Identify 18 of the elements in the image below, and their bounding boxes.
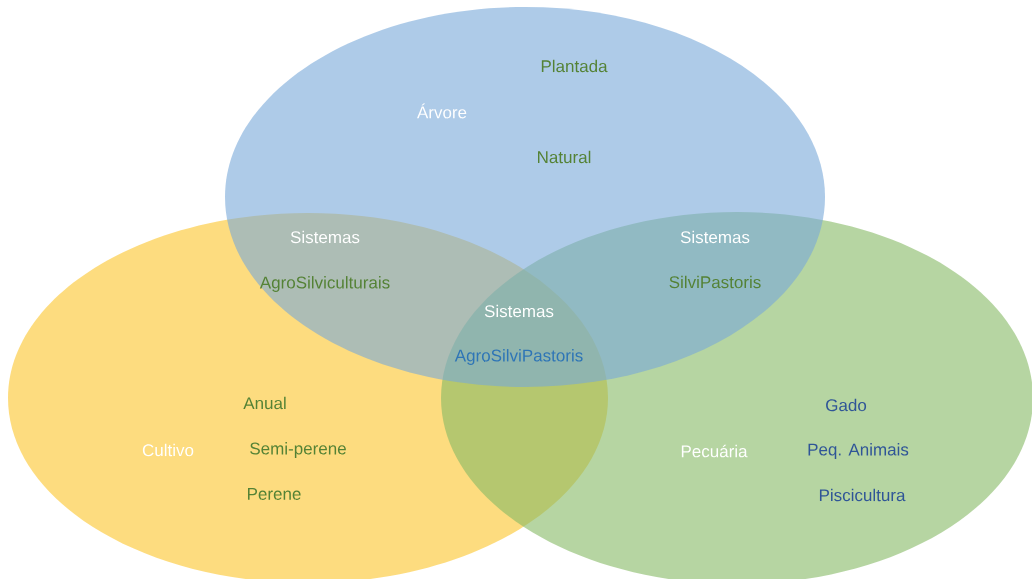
item-label: Semi-perene	[250, 442, 346, 458]
system-label: Sistemas	[290, 230, 360, 244]
system-label: SilviPastoris	[669, 275, 761, 289]
category-label: Pecuária	[681, 444, 748, 458]
system-label: Sistemas	[484, 304, 554, 318]
item-label: Gado	[826, 398, 867, 412]
category-label: Árvore	[417, 103, 467, 119]
item-label: Anual	[243, 396, 286, 410]
system-label: AgroSilviPastoris	[454, 349, 583, 365]
system-label: Sistemas	[680, 230, 750, 244]
venn-ellipse	[225, 7, 825, 387]
item-label: Piscicultura	[819, 488, 906, 502]
item-label: Natural	[538, 150, 591, 164]
item-label: Peq. Animais	[808, 443, 909, 459]
item-label: Plantada	[541, 59, 608, 73]
item-label: Perene	[248, 488, 301, 500]
category-label: Cultivo	[142, 443, 194, 457]
system-label: AgroSilviculturais	[259, 276, 390, 292]
